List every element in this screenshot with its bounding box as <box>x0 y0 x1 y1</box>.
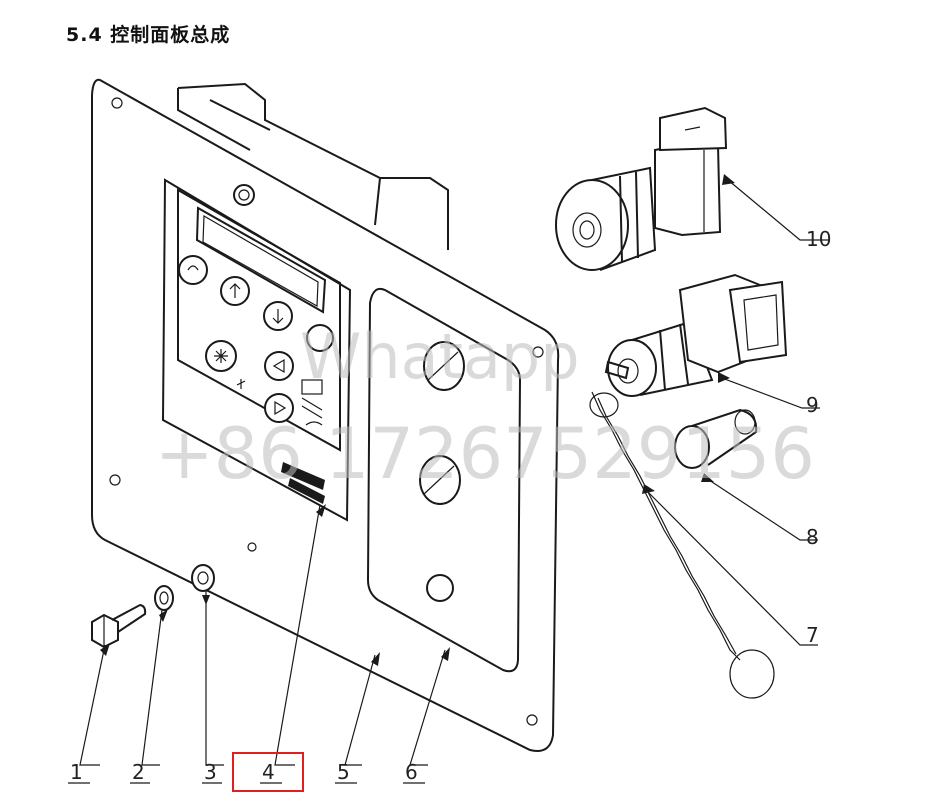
flat-washer <box>191 564 215 592</box>
callout-3: 3 <box>204 760 217 784</box>
controller-keypad <box>161 178 352 522</box>
indicator-lamp <box>674 408 758 469</box>
watermark-line-2: +86 17267529156 <box>155 413 815 495</box>
bolt <box>91 603 147 649</box>
callout-2: 2 <box>132 760 145 784</box>
rear-housing <box>177 82 449 250</box>
watermark-line-1: Whatapp <box>300 320 580 393</box>
key-switch <box>604 273 788 397</box>
callout-5: 5 <box>337 760 350 784</box>
lock-washer <box>154 585 174 611</box>
key-chain <box>589 391 775 699</box>
callout-7: 7 <box>806 623 819 647</box>
callout-4: 4 <box>262 760 275 784</box>
highlight-box <box>232 752 304 792</box>
callout-numbers: 1 2 3 4 5 6 7 8 9 10 <box>68 227 831 784</box>
watermark: Whatapp +86 17267529156 <box>155 320 815 495</box>
callout-8: 8 <box>806 525 819 549</box>
emergency-stop-button <box>555 106 728 271</box>
callout-9: 9 <box>806 393 819 417</box>
callout-6: 6 <box>405 760 418 784</box>
callout-10: 10 <box>806 227 831 251</box>
button-plate <box>366 287 522 673</box>
page-title: 5.4 控制面板总成 <box>66 24 231 46</box>
callout-1: 1 <box>70 760 83 784</box>
leader-lines <box>79 174 830 792</box>
